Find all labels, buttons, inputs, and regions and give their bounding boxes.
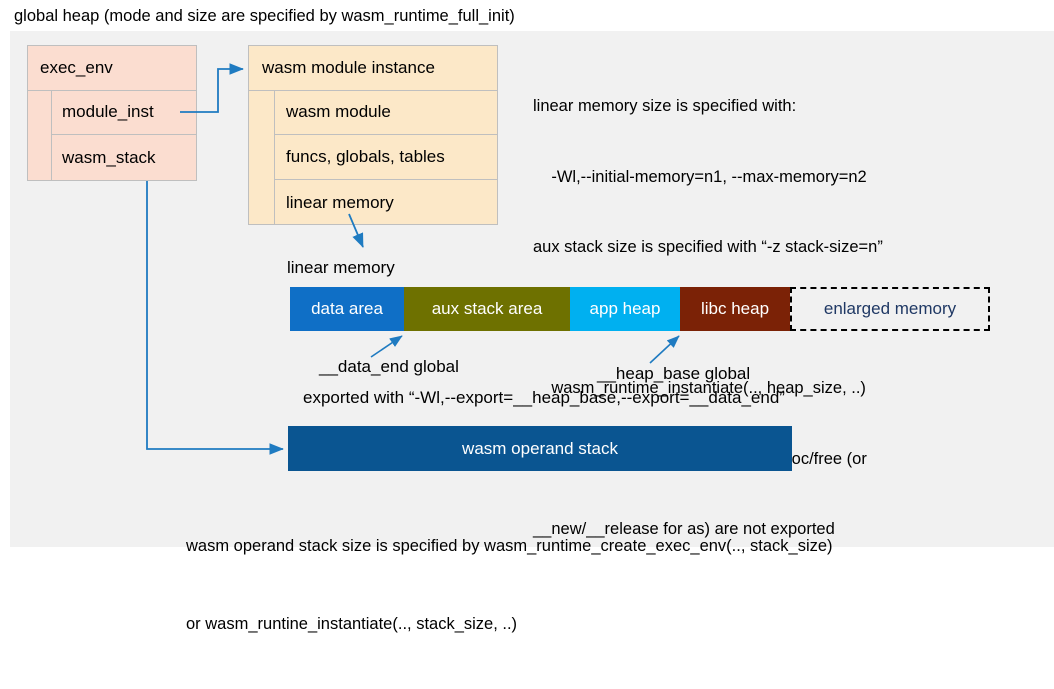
field-wasm-module: wasm module bbox=[275, 90, 497, 135]
annotation-data-end: __data_end global bbox=[319, 357, 459, 376]
page-title: global heap (mode and size are specified… bbox=[14, 7, 515, 25]
exec-env-header: exec_env bbox=[27, 45, 197, 91]
wasm-module-instance-header: wasm module instance bbox=[248, 45, 498, 91]
note-line-2: -Wl,--initial-memory=n1, --max-memory=n2 bbox=[533, 167, 867, 186]
annotation-exported-with: exported with “-Wl,--export=__heap_base,… bbox=[303, 388, 785, 407]
exec-env-fields: module_inst wasm_stack bbox=[27, 91, 197, 181]
exec-env-field-module-inst: module_inst bbox=[52, 90, 196, 135]
note-line-3: aux stack size is specified with “-z sta… bbox=[533, 238, 883, 256]
diagram-canvas: global heap (mode and size are specified… bbox=[10, 7, 1054, 633]
wasm-module-instance-indent bbox=[249, 91, 275, 224]
exec-env-box: exec_env module_inst wasm_stack bbox=[27, 45, 197, 181]
field-funcs-globals-tables: funcs, globals, tables bbox=[275, 135, 497, 180]
wasm-operand-stack-box: wasm operand stack bbox=[288, 426, 792, 471]
wasm-module-instance-box: wasm module instance wasm module funcs, … bbox=[248, 45, 498, 225]
linear-memory-label: linear memory bbox=[287, 258, 395, 277]
annotation-heap-base: __heap_base global bbox=[597, 364, 751, 383]
note-line-5: wasm_runtime_instantiate(.., heap_size, … bbox=[533, 379, 866, 397]
wasm-module-instance-fields: wasm module funcs, globals, tables linea… bbox=[248, 91, 498, 225]
note-line-7: __new/__release for as) are not exported bbox=[533, 520, 835, 538]
note-line-1: linear memory size is specified with: bbox=[533, 97, 797, 115]
exec-env-field-wasm-stack: wasm_stack bbox=[62, 147, 156, 167]
bottom-line-2: or wasm_runtine_instantiate(.., stack_si… bbox=[186, 615, 518, 633]
field-linear-memory: linear memory bbox=[286, 192, 394, 212]
operand-stack-notes: wasm operand stack size is specified by … bbox=[186, 481, 833, 689]
memory-segment-app-heap: app heap bbox=[570, 287, 680, 331]
memory-segment-aux-stack-area: aux stack area bbox=[404, 287, 570, 331]
memory-segment-enlarged-memory: enlarged memory bbox=[790, 287, 990, 331]
exec-env-indent bbox=[28, 91, 52, 180]
bottom-line-1: wasm operand stack size is specified by … bbox=[186, 537, 833, 555]
memory-segment-libc-heap: libc heap bbox=[680, 287, 790, 331]
memory-segment-data-area: data area bbox=[290, 287, 404, 331]
